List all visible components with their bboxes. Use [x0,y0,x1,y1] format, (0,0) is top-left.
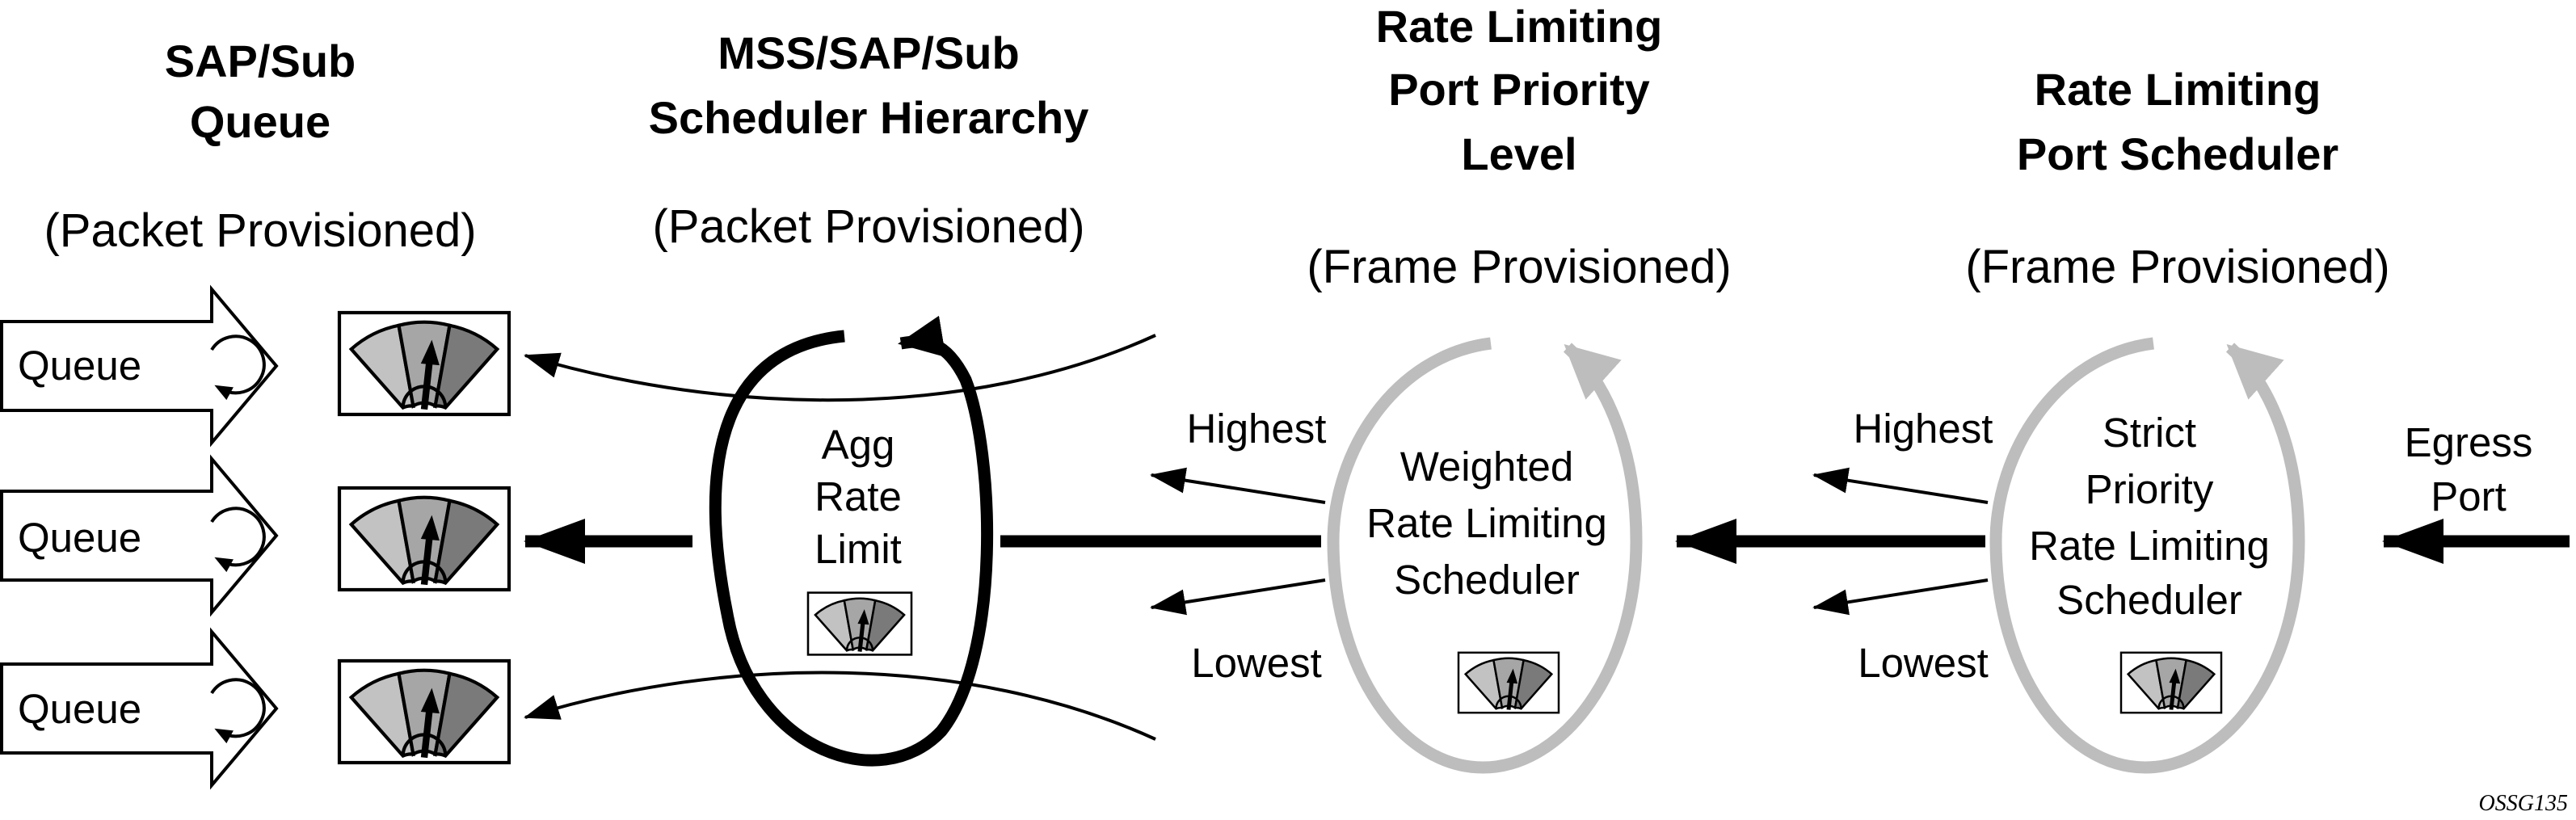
queue-2-cycle-icon [210,507,266,573]
strict-priority-rate-limiting-scheduler: Strict Priority Rate Limiting Scheduler [1989,337,2305,774]
left-lowest-arrow [1150,578,1326,616]
column-1-title-line-1: SAP/Sub [165,36,356,86]
column-3-title-line-3: Level [1461,128,1576,179]
agg-ring [709,315,994,767]
left-highest-arrow [1150,467,1326,504]
column-3-header: Rate Limiting Port Priority Level (Frame… [1307,1,1731,293]
column-3-title-line-1: Rate Limiting [1376,1,1663,52]
strict-gauge-icon [2121,653,2221,713]
weighted-gauge-icon [1458,653,1559,713]
column-2-subtitle: (Packet Provisioned) [652,200,1084,253]
column-2-header: MSS/SAP/Sub Scheduler Hierarchy (Packet … [649,27,1089,253]
weighted-label-line-3: Scheduler [1394,557,1580,603]
strict-ring [1989,337,2305,774]
right-highest-label: Highest [1854,406,1993,452]
queue-1-gauge-icon [339,313,509,414]
weighted-label-line-2: Rate Limiting [1366,500,1607,546]
queue-3-gauge-icon [339,661,509,763]
column-3-subtitle: (Frame Provisioned) [1307,241,1731,293]
queue-1-cycle-icon [210,334,266,401]
agg-label-line-2: Rate [814,473,902,519]
queue-1-label: Queue [18,343,141,389]
queue-3-cycle-icon [210,678,266,744]
connector-to-queue-3 [524,671,1156,741]
agg-gauge-icon [808,593,911,655]
connector-to-queue-1 [524,334,1156,402]
column-2-title-line-1: MSS/SAP/Sub [718,27,1019,78]
strict-label-line-4: Scheduler [2056,577,2242,623]
queue-3: Queue [0,630,509,787]
column-3-title-line-2: Port Priority [1388,64,1650,115]
left-highest-label: Highest [1187,406,1327,452]
column-4-title-line-1: Rate Limiting [2035,64,2321,115]
queue-2-gauge-icon [339,488,509,590]
weighted-ring [1327,337,1643,774]
column-2-title-line-2: Scheduler Hierarchy [649,92,1089,143]
figure-id: OSSG135 [2479,791,2568,816]
column-4-header: Rate Limiting Port Scheduler (Frame Prov… [1965,64,2389,293]
queue-1: Queue [0,288,509,444]
queue-2: Queue [0,457,509,614]
weighted-rate-limiting-scheduler: Weighted Rate Limiting Scheduler [1327,337,1643,774]
agg-label-line-3: Limit [814,526,902,572]
column-1-title-line-2: Queue [190,96,330,147]
column-4-title-line-2: Port Scheduler [2017,128,2338,179]
queue-3-label: Queue [18,686,141,732]
strict-label-line-1: Strict [2102,410,2196,456]
right-lowest-arrow [1812,578,1989,616]
column-1-subtitle: (Packet Provisioned) [44,204,476,257]
agg-rate-limit-scheduler: Agg Rate Limit [709,315,994,767]
egress-label-line-2: Port [2431,473,2507,519]
left-lowest-label: Lowest [1191,640,1322,686]
strict-label-line-3: Rate Limiting [2029,523,2270,569]
strict-label-line-2: Priority [2086,466,2214,512]
egress-label-line-1: Egress [2405,419,2533,465]
agg-label-line-1: Agg [822,422,895,468]
column-4-subtitle: (Frame Provisioned) [1965,241,2389,293]
column-1-header: SAP/Sub Queue (Packet Provisioned) [44,36,476,257]
weighted-label-line-1: Weighted [1400,444,1574,490]
right-lowest-label: Lowest [1858,640,1989,686]
queue-2-label: Queue [18,515,141,561]
right-highest-arrow [1812,467,1989,504]
